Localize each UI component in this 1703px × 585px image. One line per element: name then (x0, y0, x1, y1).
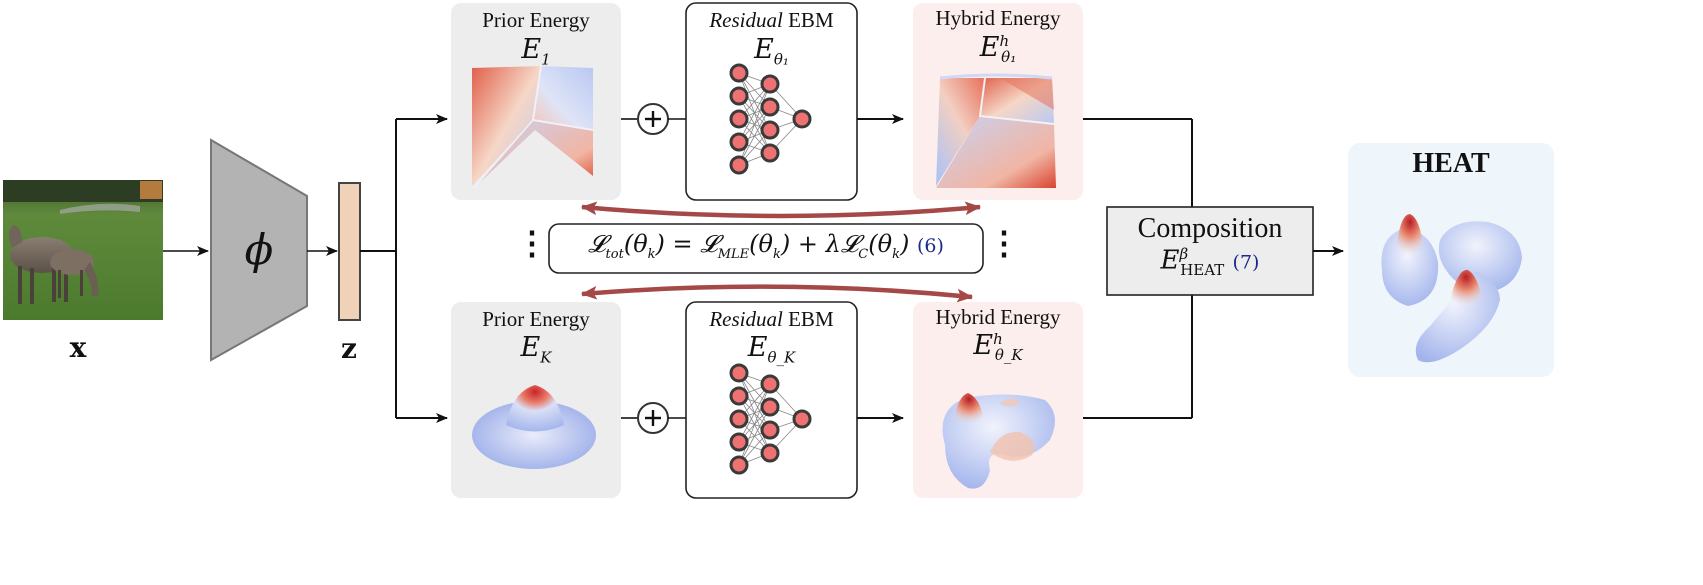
composition-title: Composition (1137, 213, 1283, 244)
latent-label: z (341, 332, 357, 365)
ellipsis-right: ⋮ (988, 224, 1020, 262)
loss-box (548, 223, 984, 274)
top-prior-surface (472, 65, 594, 189)
bottom-prior-title: Prior Energy (482, 307, 590, 331)
loss-arrow-top (580, 201, 982, 219)
merge-lines (1083, 118, 1193, 419)
bottom-hybrid-title: Hybrid Energy (935, 305, 1061, 329)
loss-equation-ref: (6) (916, 235, 944, 257)
top-hybrid-title: Hybrid Energy (935, 6, 1061, 30)
top-prior-symbol: E1 (521, 34, 551, 69)
encoder-trapezoid (210, 138, 308, 362)
bottom-residual-symbol: Eθ_K (747, 332, 796, 367)
bottom-plus-circle-icon (637, 402, 669, 434)
bottom-prior-surface (472, 385, 596, 469)
branch-lines (360, 114, 448, 423)
ellipsis-left: ⋮ (516, 224, 548, 262)
composition-equation-ref: (7) (1232, 251, 1260, 274)
top-hybrid-surface (936, 73, 1056, 188)
top-neural-network-icon (729, 63, 812, 175)
loss-formula: 𝓛tot(θk) = 𝓛MLE(θk) + λ𝓛C(θk) (6) (588, 230, 944, 262)
heat-title: HEAT (1412, 148, 1490, 179)
latent-vector (338, 182, 361, 321)
input-image (3, 180, 163, 320)
bottom-prior-symbol: EK (520, 332, 552, 367)
composition-symbol: EβHEAT (7) (1160, 245, 1260, 279)
bottom-hybrid-surface (942, 393, 1055, 489)
input-label: x (70, 331, 87, 364)
loss-arrow-bottom (580, 284, 974, 303)
heat-surface (1381, 214, 1522, 363)
bottom-hybrid-symbol: Ehθ_K (973, 330, 1023, 365)
bottom-residual-title: Residual EBM (709, 307, 834, 331)
encoder-label: ϕ (245, 225, 274, 274)
top-hybrid-symbol: Ehθ₁ (979, 32, 1017, 67)
top-plus-circle-icon (637, 103, 669, 135)
top-residual-symbol: Eθ₁ (754, 34, 789, 69)
composition-box (1106, 206, 1314, 296)
top-prior-title: Prior Energy (482, 8, 590, 32)
bottom-neural-network-icon (729, 363, 812, 475)
deer-figures (8, 225, 99, 304)
top-residual-title: Residual EBM (709, 8, 834, 32)
